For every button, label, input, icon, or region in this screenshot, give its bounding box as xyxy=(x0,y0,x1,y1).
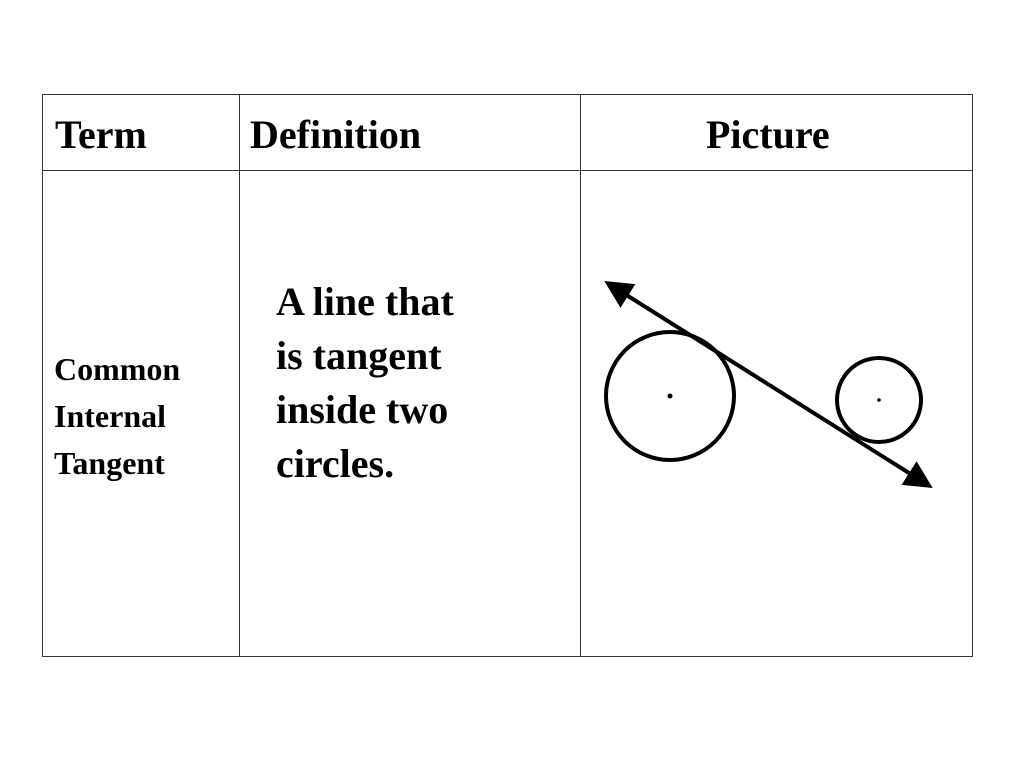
definition-line-1: A line that xyxy=(276,279,454,324)
header-definition: Definition xyxy=(250,112,422,157)
table-border-bottom xyxy=(42,656,973,657)
table-border-right xyxy=(972,94,973,657)
common-internal-tangent-diagram-icon xyxy=(604,281,933,488)
table-border-top xyxy=(42,94,973,95)
tangent-line-icon xyxy=(604,281,933,488)
large-circle-center-icon xyxy=(667,393,673,399)
term-line-1: Common xyxy=(54,351,181,387)
table-border-left xyxy=(42,94,43,657)
table-column-divider-2 xyxy=(580,94,581,657)
definition-line-2: is tangent xyxy=(276,333,442,378)
header-picture: Picture xyxy=(706,112,830,157)
term-line-3: Tangent xyxy=(54,445,165,481)
table-column-divider-1 xyxy=(239,94,240,657)
definition-line-3: inside two xyxy=(276,387,449,432)
table-header-divider xyxy=(42,170,973,171)
definition-line-4: circles. xyxy=(276,441,395,486)
small-circle-center-icon xyxy=(877,398,881,402)
header-term: Term xyxy=(55,112,147,157)
term-line-2: Internal xyxy=(54,398,166,434)
